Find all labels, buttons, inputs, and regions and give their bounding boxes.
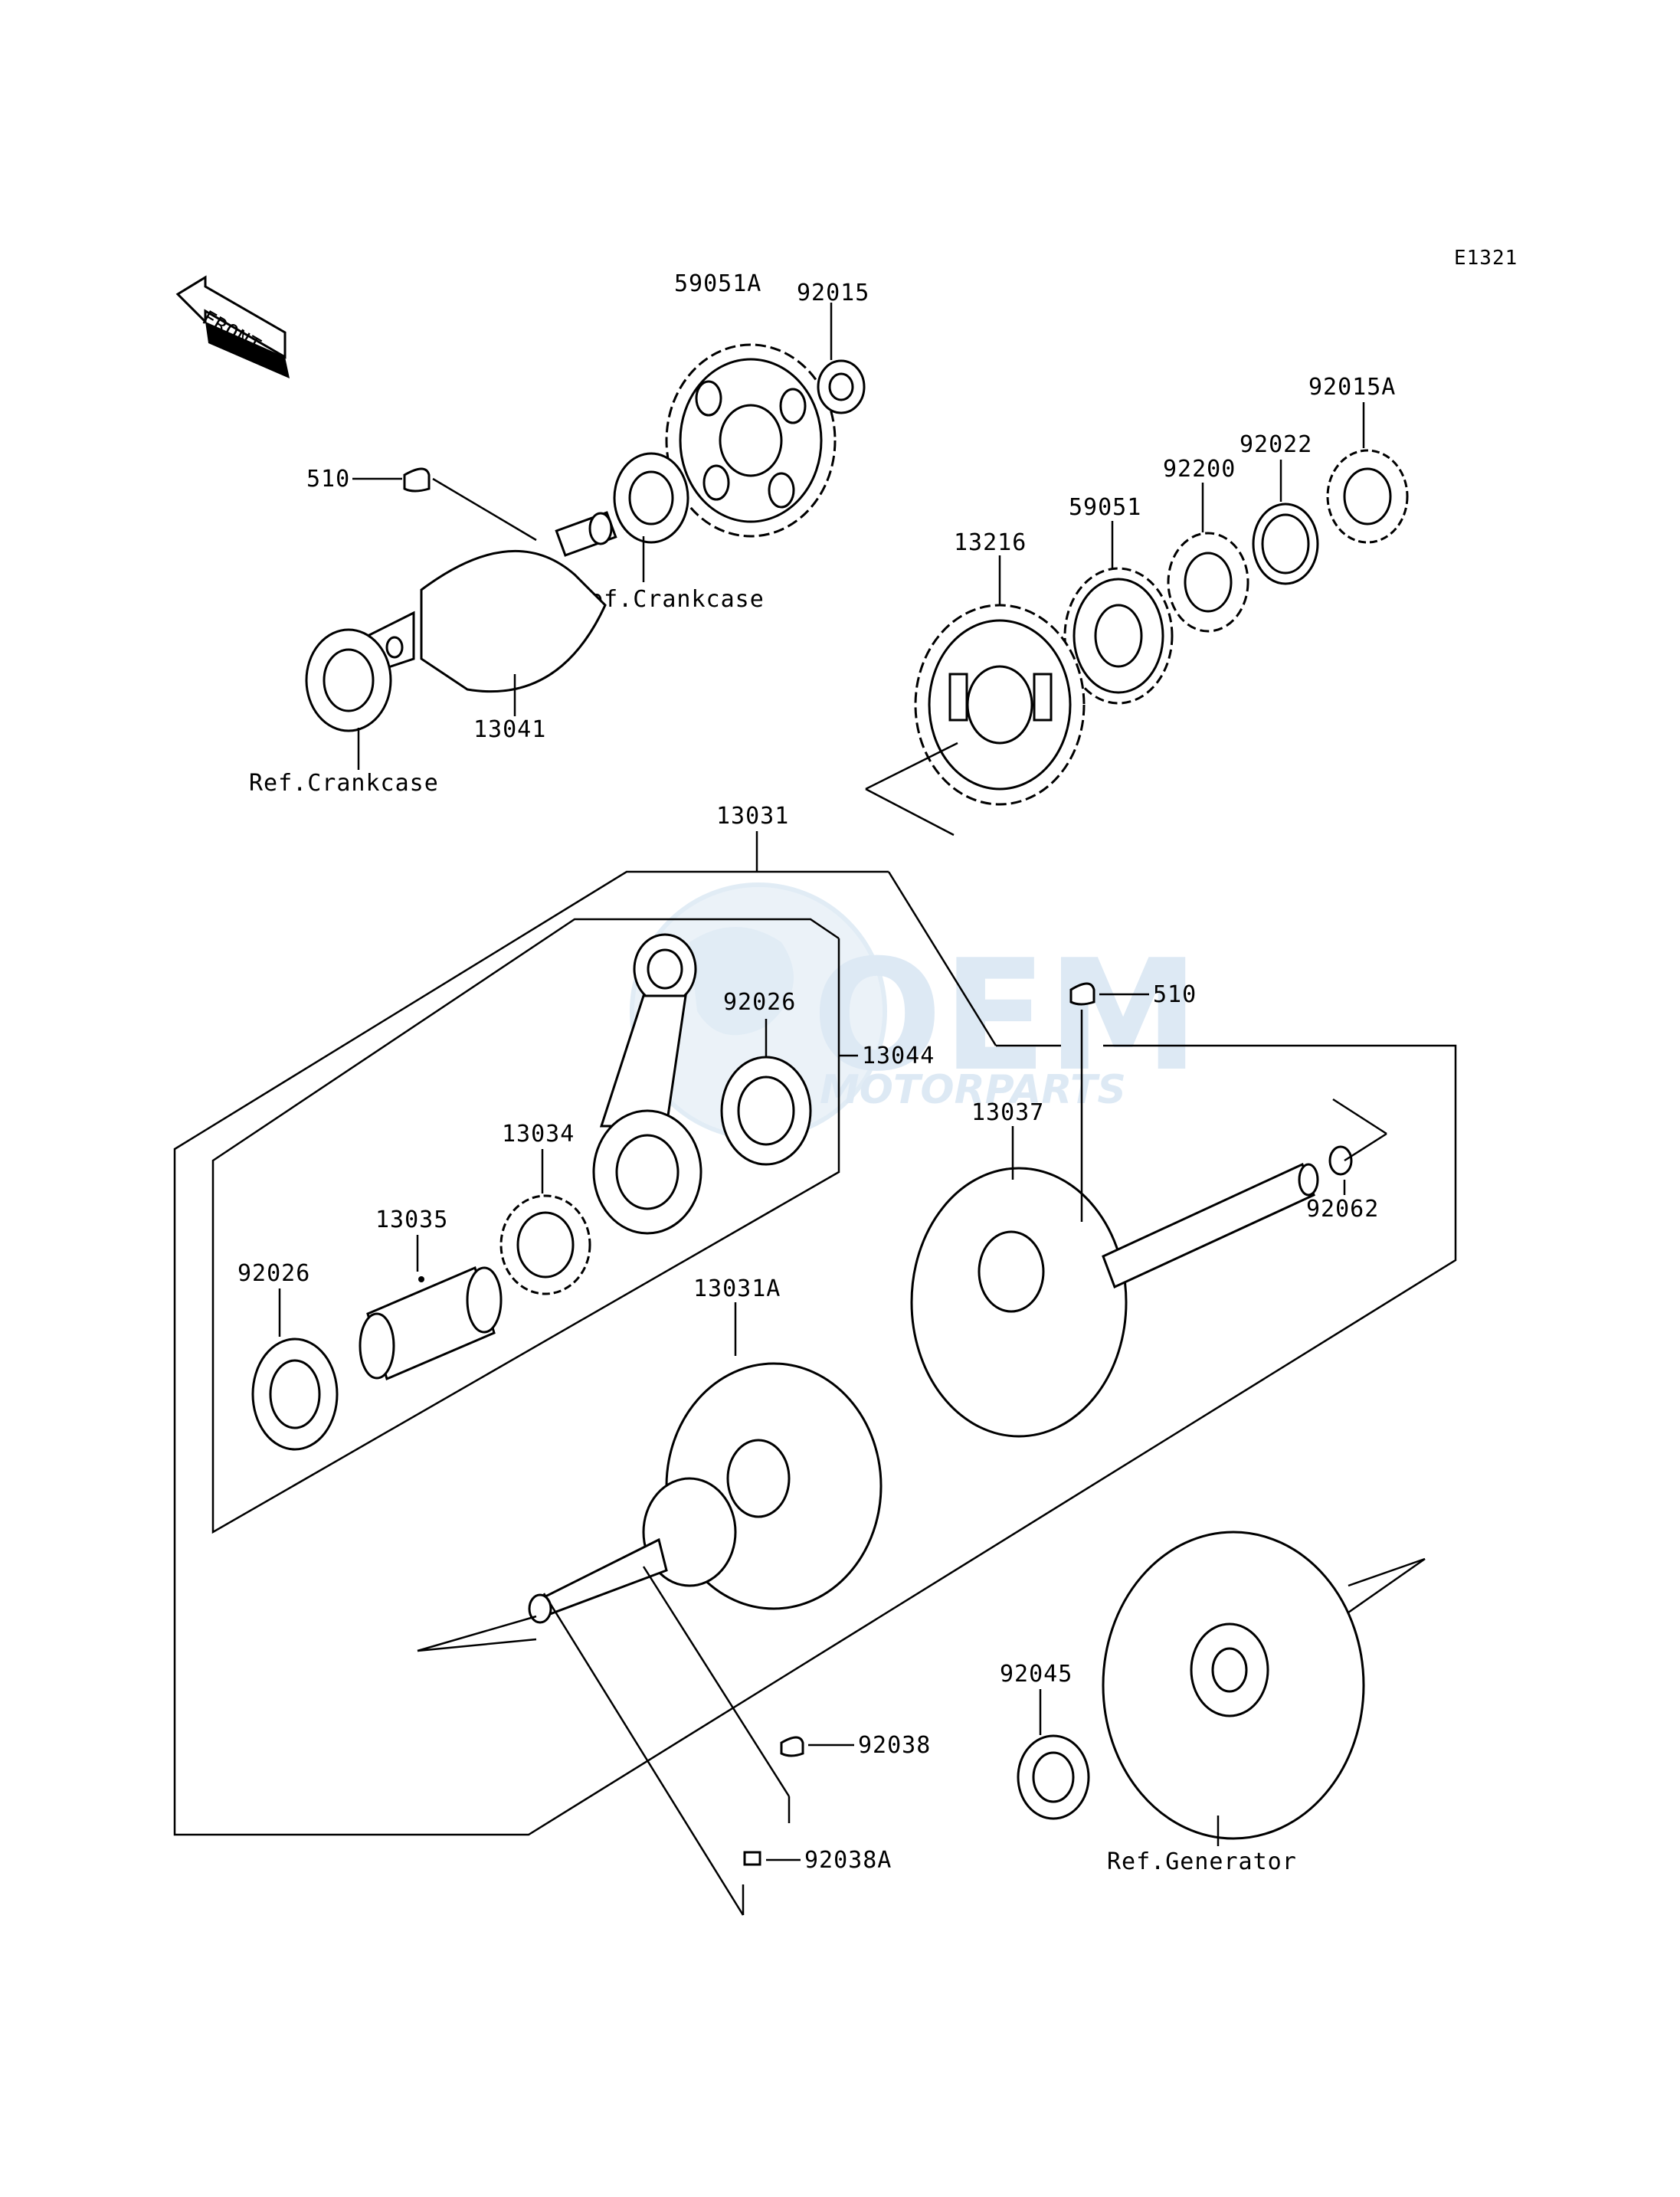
- key-510-mid-icon: [1069, 982, 1095, 1006]
- key-92038-icon: [780, 1736, 804, 1757]
- label-92200: 92200: [1163, 456, 1236, 483]
- label-13034: 13034: [502, 1121, 575, 1148]
- label-510-top: 510: [306, 466, 350, 493]
- washer-92026-left-icon: [251, 1338, 339, 1451]
- washer-92026-top-icon: [720, 1056, 812, 1166]
- label-13031: 13031: [716, 803, 789, 830]
- label-92038a: 92038A: [804, 1847, 892, 1874]
- gear-13216-icon: [914, 604, 1086, 806]
- label-59051a: 59051A: [674, 270, 761, 297]
- diagram-code: E1321: [1454, 247, 1518, 270]
- watermark-sub: MOTORPARTS: [820, 1067, 1126, 1113]
- assembly-frame-13031: [173, 870, 1457, 1836]
- label-92026-left: 92026: [237, 1260, 310, 1287]
- ref-crankcase-1: Ref.Crankcase: [575, 586, 765, 613]
- gear-59051a-icon: [665, 343, 837, 538]
- label-510-mid: 510: [1153, 981, 1197, 1008]
- crank-half-13031a-icon: [528, 1362, 883, 1624]
- lockwasher-92200-icon: [1167, 532, 1249, 633]
- label-13037: 13037: [971, 1099, 1044, 1126]
- front-arrow-icon: FRONT: [175, 275, 290, 378]
- label-13031a: 13031A: [693, 1275, 781, 1302]
- key-510-top-icon: [403, 467, 431, 493]
- label-92026-top: 92026: [723, 989, 796, 1016]
- watermark: OEM MOTORPARTS: [630, 882, 1200, 1140]
- label-13041: 13041: [473, 716, 546, 743]
- gear-59051-icon: [1063, 567, 1174, 705]
- label-92015a: 92015A: [1308, 374, 1396, 401]
- label-59051: 59051: [1069, 494, 1141, 521]
- label-92045: 92045: [1000, 1661, 1073, 1688]
- generator-rotor-icon: [1102, 1531, 1365, 1840]
- washer-92022-icon: [1252, 503, 1319, 585]
- connecting-rod-icon: [592, 933, 702, 1235]
- watermark-brand: OEM: [812, 927, 1200, 1105]
- assembly-frame-13044: [211, 918, 840, 1534]
- label-92022: 92022: [1240, 431, 1312, 458]
- crank-half-13037-icon: [910, 1162, 1319, 1438]
- nut-92015a-icon: [1326, 449, 1409, 544]
- label-13216: 13216: [954, 529, 1027, 556]
- bearing-left-icon: [305, 628, 392, 732]
- plug-92062-icon: [1328, 1145, 1353, 1176]
- ref-generator: Ref.Generator: [1107, 1848, 1297, 1875]
- balancer-shaft-13041-icon: [359, 511, 617, 693]
- ref-crankcase-2: Ref.Crankcase: [249, 770, 439, 797]
- label-92062: 92062: [1306, 1196, 1379, 1223]
- nut-92015-icon: [817, 359, 866, 414]
- label-13044: 13044: [862, 1043, 935, 1069]
- key-92038a-icon: [743, 1851, 761, 1866]
- label-13035: 13035: [375, 1207, 448, 1233]
- label-92038: 92038: [858, 1732, 931, 1759]
- bearing-top-icon: [613, 452, 689, 544]
- needle-bearing-13034-icon: [499, 1194, 591, 1295]
- crank-pin-13035-icon: [359, 1265, 503, 1381]
- bearing-92045-icon: [1017, 1734, 1090, 1820]
- label-92015: 92015: [797, 280, 869, 306]
